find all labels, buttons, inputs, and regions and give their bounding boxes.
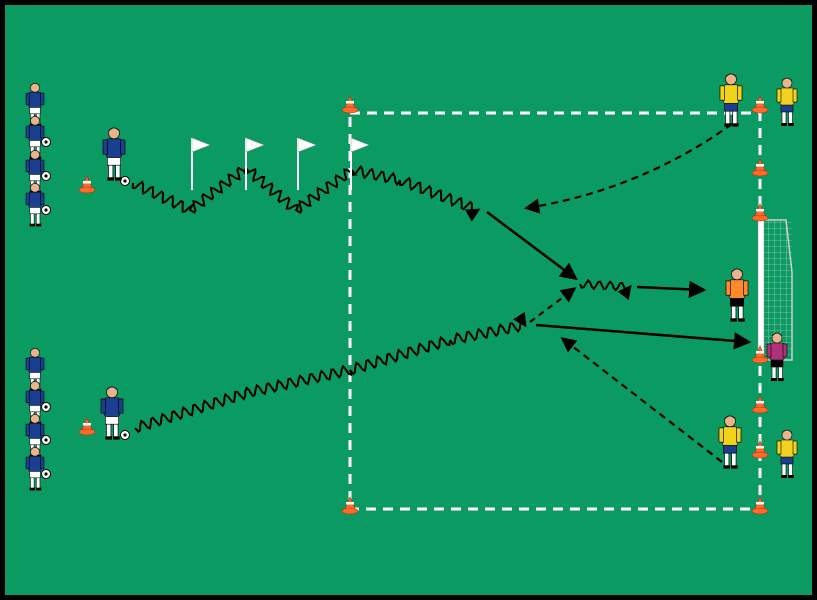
flag-icon xyxy=(191,137,211,190)
ball-icon xyxy=(120,430,130,440)
player-icon xyxy=(719,73,743,127)
run-arrow-middle xyxy=(529,287,577,323)
cone-icon xyxy=(751,203,769,222)
cone-icon xyxy=(751,395,769,414)
shot-arrow-top xyxy=(636,280,707,299)
ball-icon xyxy=(41,205,51,215)
cone-icon xyxy=(751,95,769,114)
goalkeeper-icon xyxy=(766,332,788,381)
cone-icon xyxy=(78,175,96,194)
dribble-path-top xyxy=(131,165,481,222)
ball-icon xyxy=(41,469,51,479)
dribble-path-short xyxy=(579,278,632,301)
run-arrow-bottom xyxy=(560,337,723,463)
cone-icon xyxy=(78,417,96,436)
ball-icon xyxy=(41,137,51,147)
flag-icon xyxy=(245,137,265,190)
flag-icon xyxy=(297,137,317,190)
cone-icon xyxy=(341,95,359,114)
ball-icon xyxy=(120,176,130,186)
player-icon xyxy=(25,446,45,491)
flag-icon xyxy=(350,137,370,190)
player-icon xyxy=(776,77,798,126)
pitch xyxy=(5,5,812,595)
dribble-path-bottom xyxy=(134,311,527,434)
ball-icon xyxy=(41,171,51,181)
player-icon xyxy=(102,127,126,181)
players xyxy=(25,73,798,491)
cone-icon xyxy=(751,345,769,364)
pass-arrow-diagonal xyxy=(486,211,578,281)
goalkeeper-icon xyxy=(725,268,749,322)
player-icon xyxy=(100,386,124,440)
balls xyxy=(41,137,130,479)
player-icon xyxy=(25,182,45,227)
run-arrow-top xyxy=(523,123,733,214)
cones xyxy=(78,95,769,515)
shot-arrow-bottom xyxy=(535,323,752,350)
zone-square xyxy=(348,111,762,511)
cone-icon xyxy=(751,158,769,177)
movement-lines xyxy=(131,123,752,463)
ball-icon xyxy=(41,402,51,412)
player-icon xyxy=(776,429,798,478)
cone-icon xyxy=(341,496,359,515)
cone-icon xyxy=(751,440,769,459)
ball-icon xyxy=(41,435,51,445)
player-icon xyxy=(718,415,742,469)
cone-icon xyxy=(751,496,769,515)
flags xyxy=(191,137,370,190)
